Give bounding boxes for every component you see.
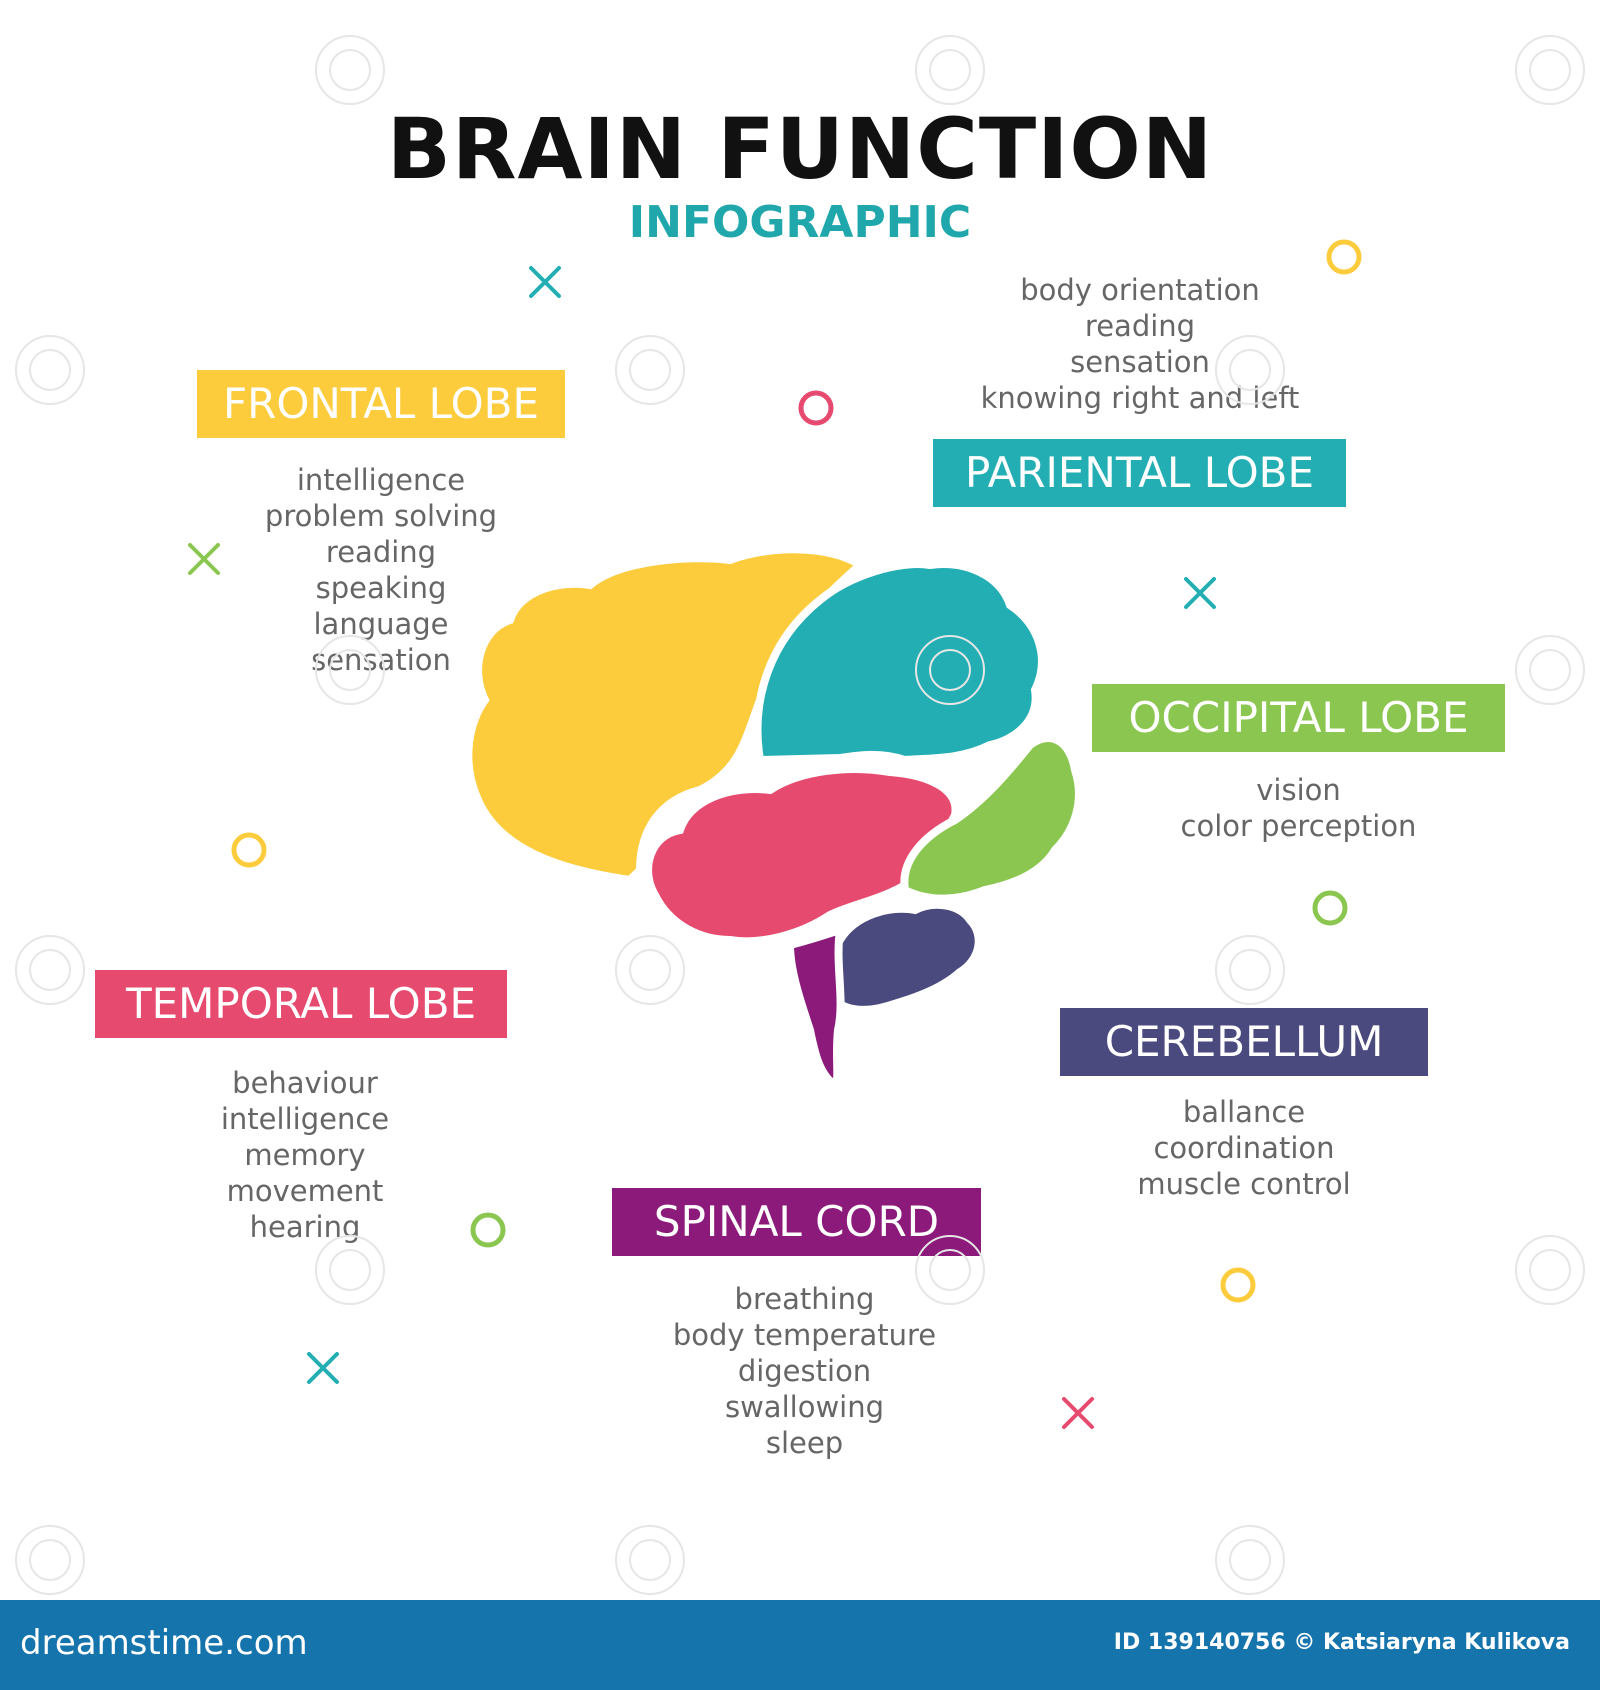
- temporal-function-item: hearing: [249, 1210, 361, 1244]
- cross-icon: [188, 543, 220, 575]
- cerebellum-function-item: coordination: [1153, 1131, 1335, 1165]
- title: BRAIN FUNCTION: [386, 100, 1214, 198]
- cerebellum-function-item: muscle control: [1137, 1167, 1351, 1201]
- spinal-cord-label: SPINAL CORD: [612, 1188, 981, 1256]
- temporal-lobe-functions: behaviour intelligence memory movement h…: [130, 1065, 480, 1245]
- circle-icon: [231, 832, 267, 868]
- cerebellum-function-item: ballance: [1182, 1095, 1306, 1129]
- frontal-function-item: sensation: [311, 643, 451, 677]
- temporal-function-item: behaviour: [232, 1066, 378, 1100]
- circle-icon: [1326, 239, 1362, 275]
- temporal-lobe-label: TEMPORAL LOBE: [95, 970, 507, 1038]
- parietal-lobe-label: PARIENTAL LOBE: [933, 439, 1346, 507]
- cross-icon: [529, 266, 561, 298]
- frontal-lobe-shape: [464, 545, 867, 885]
- frontal-lobe-functions: intelligence problem solving reading spe…: [197, 462, 565, 678]
- cerebellum-shape: [818, 900, 983, 1014]
- frontal-function-item: problem solving: [264, 499, 498, 533]
- circle-icon: [1312, 890, 1348, 926]
- parietal-function-item: body orientation: [1020, 273, 1260, 307]
- circle-icon: [1220, 1267, 1256, 1303]
- frontal-function-item: reading: [325, 535, 437, 569]
- spinal-function-item: sleep: [765, 1426, 844, 1460]
- occipital-function-item: vision: [1256, 773, 1341, 807]
- parietal-function-item: sensation: [1070, 345, 1210, 379]
- frontal-function-item: intelligence: [296, 463, 466, 497]
- temporal-function-item: memory: [244, 1138, 366, 1172]
- temporal-lobe-shape: [644, 765, 960, 946]
- cerebellum-label: CEREBELLUM: [1060, 1008, 1428, 1076]
- circle-icon: [798, 390, 834, 426]
- cerebellum-functions: ballance coordination muscle control: [1060, 1094, 1428, 1202]
- image-credit: ID 139140756 © Katsiaryna Kulikova: [1113, 1630, 1570, 1655]
- cross-icon: [1062, 1397, 1094, 1429]
- occipital-lobe-shape: [900, 734, 1083, 903]
- spinal-cord-functions: breathing body temperature digestion swa…: [612, 1281, 997, 1461]
- frontal-lobe-label: FRONTAL LOBE: [197, 370, 565, 438]
- temporal-function-item: movement: [226, 1174, 384, 1208]
- footer-bar: dreamstime.com ID 139140756 © Katsiaryna…: [0, 1600, 1600, 1690]
- spinal-function-item: breathing: [734, 1282, 875, 1316]
- spinal-function-item: digestion: [737, 1354, 872, 1388]
- subtitle: INFOGRAPHIC: [628, 197, 972, 248]
- frontal-function-item: language: [313, 607, 449, 641]
- occipital-function-item: color perception: [1180, 809, 1417, 843]
- frontal-function-item: speaking: [315, 571, 447, 605]
- brain-stem-shape: [785, 924, 845, 1091]
- temporal-function-item: intelligence: [220, 1102, 390, 1136]
- cross-icon: [307, 1352, 339, 1384]
- parietal-function-item: knowing right and left: [980, 381, 1300, 415]
- spinal-function-item: body temperature: [672, 1318, 937, 1352]
- occipital-lobe-functions: vision color perception: [1092, 772, 1505, 844]
- occipital-lobe-label: OCCIPITAL LOBE: [1092, 684, 1505, 752]
- spinal-function-item: swallowing: [724, 1390, 885, 1424]
- brand-logo-text: dreamstime.com: [20, 1623, 308, 1663]
- parietal-lobe-functions: body orientation reading sensation knowi…: [930, 272, 1350, 416]
- circle-icon: [470, 1212, 506, 1248]
- parietal-function-item: reading: [1084, 309, 1196, 343]
- parietal-lobe-shape: [753, 560, 1046, 765]
- brain-illustration: [464, 545, 1083, 1091]
- cross-icon: [1184, 577, 1216, 609]
